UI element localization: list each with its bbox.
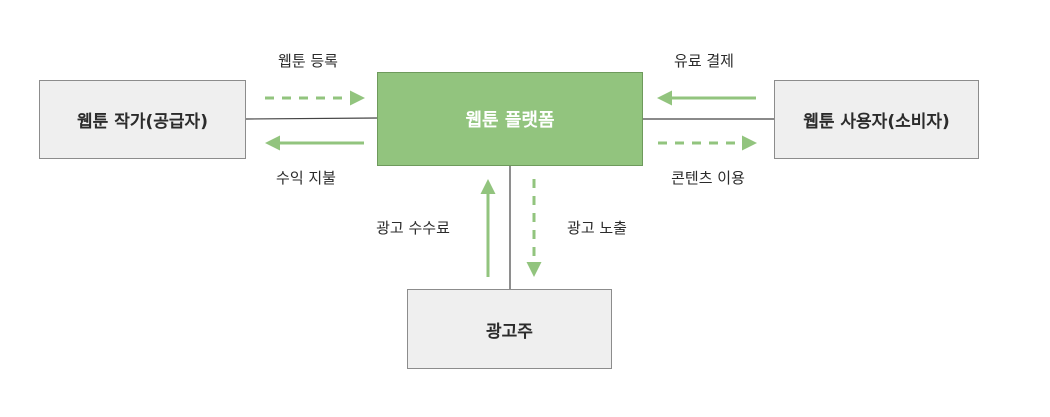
node-advertiser: 광고주 — [407, 289, 612, 369]
connector-author-platform — [245, 117, 379, 120]
label-paid-payment: 유료 결제 — [674, 52, 734, 70]
label-content-use: 콘텐츠 이용 — [671, 169, 745, 187]
label-ad-fee: 광고 수수료 — [376, 219, 450, 237]
label-revenue-payment: 수익 지불 — [276, 169, 336, 187]
node-author: 웹툰 작가(공급자) — [39, 80, 246, 159]
label-webtoon-registration: 웹툰 등록 — [278, 52, 338, 70]
label-ad-exposure: 광고 노출 — [567, 219, 627, 237]
node-user: 웹툰 사용자(소비자) — [774, 80, 979, 159]
node-platform: 웹툰 플랫폼 — [377, 72, 643, 166]
